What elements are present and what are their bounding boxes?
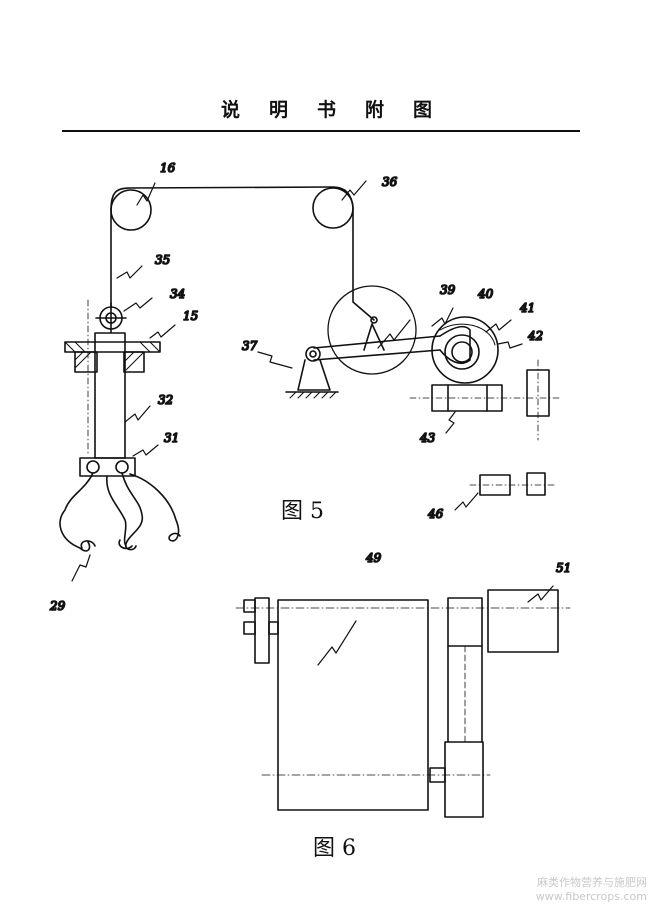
figure-5-caption: 图 5 — [281, 499, 324, 524]
label-37: 37 — [242, 339, 258, 353]
label-40: 40 — [477, 287, 494, 301]
figure-5-drawing — [59, 180, 561, 582]
label-15: 15 — [183, 309, 198, 323]
body-49 — [277, 599, 429, 811]
motor-51 — [487, 589, 559, 653]
watermark-line1: 麻类作物营养与施肥网 — [537, 876, 647, 889]
cable — [110, 186, 375, 321]
figure-6-drawing — [235, 585, 571, 818]
label-32: 32 — [158, 393, 173, 407]
label-41: 41 — [519, 301, 535, 315]
label-42: 42 — [527, 329, 543, 343]
page-header-title: 说明书附图 — [220, 99, 461, 121]
pulley-16 — [110, 189, 152, 231]
claw-left — [59, 472, 94, 552]
label-16: 16 — [160, 161, 176, 175]
label-46: 46 — [427, 507, 444, 521]
claw-right — [121, 472, 144, 551]
figure-6-caption: 图 6 — [313, 836, 356, 861]
flange-15 — [64, 341, 161, 353]
label-31: 31 — [164, 431, 179, 445]
label-29: 29 — [49, 599, 66, 613]
label-43: 43 — [419, 431, 436, 445]
watermark-line2: www.fibercrops.com — [535, 890, 647, 903]
label-36: 36 — [382, 175, 398, 189]
label-51: 51 — [556, 561, 571, 575]
label-35: 35 — [155, 253, 170, 267]
cam-41 — [431, 316, 499, 384]
label-49: 49 — [365, 551, 382, 565]
label-34: 34 — [170, 287, 185, 301]
header-rule — [62, 130, 580, 132]
watermark: 麻类作物营养与施肥网 www.fibercrops.com — [536, 876, 647, 904]
label-39: 39 — [440, 283, 456, 297]
